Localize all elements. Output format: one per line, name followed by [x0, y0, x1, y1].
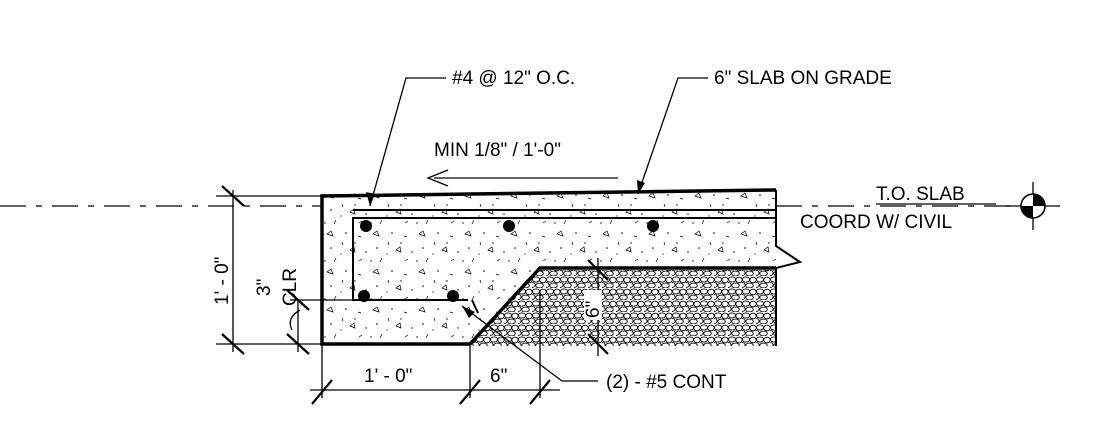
cover-leader-arc — [289, 309, 301, 331]
elevation-marker-icon — [1006, 182, 1060, 230]
top-rebar-line — [352, 217, 776, 301]
bottom-rebar-label: (2) - #5 CONT — [606, 372, 727, 393]
top-rebar-label: #4 @ 12" O.C. — [452, 68, 575, 89]
rebar-dot — [647, 220, 659, 232]
leader-arrowhead — [366, 192, 375, 206]
dimension-tick — [587, 259, 609, 281]
slope-label: MIN 1/8" / 1'-0" — [434, 140, 561, 161]
cover-dimension: 3" — [254, 279, 275, 296]
rebar-dot — [447, 290, 459, 302]
label-mask — [584, 290, 602, 320]
gravel-hatch — [470, 270, 776, 346]
dimension-tick — [587, 333, 609, 355]
dimension-tick — [311, 379, 333, 405]
slab-leader — [637, 77, 708, 195]
dimension-tick — [286, 333, 310, 355]
slope-arrowhead — [426, 169, 449, 187]
footing-depth-dimension: 1' - 0" — [212, 257, 233, 305]
dimension-tick — [221, 333, 245, 355]
dimension-tick — [459, 379, 481, 405]
dimension-tick — [286, 289, 310, 311]
footing-width-dimension: 1' - 0" — [364, 366, 412, 387]
dimension-tick — [221, 185, 245, 207]
rebar-dot — [358, 290, 370, 302]
rebar-hook — [471, 299, 479, 314]
rebar-dot — [360, 220, 372, 232]
chamfer-dimension: 6" — [490, 366, 507, 387]
footing-outline — [320, 188, 777, 346]
leader-arrowhead — [462, 306, 475, 318]
slab-label: 6" SLAB ON GRADE — [714, 68, 892, 89]
dimension-tick — [529, 379, 551, 405]
elevation-label-line1: T.O. SLAB — [876, 184, 965, 205]
slab-thickness-dimension: 6" — [583, 301, 604, 318]
elevation-label-line2: COORD W/ CIVIL — [800, 212, 952, 233]
cover-clear-label: CLR — [280, 268, 301, 306]
leader-arrowhead — [637, 180, 645, 194]
bottom-rebar-leader — [461, 305, 598, 382]
slab-break-line — [775, 190, 803, 346]
rebar-dot — [503, 220, 515, 232]
top-rebar-leader — [369, 77, 446, 207]
